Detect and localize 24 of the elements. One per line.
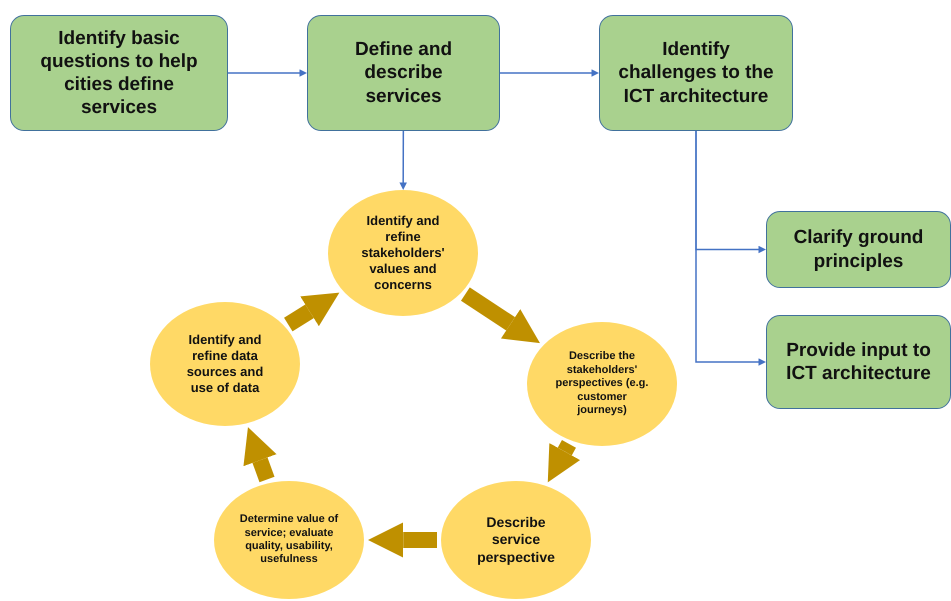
block-arrow (284, 292, 340, 332)
arrow (500, 69, 599, 77)
node-label: Identify basic questions to help cities define services (39, 26, 199, 120)
block-arrow (243, 427, 277, 482)
node-label: Describe service perspective (476, 514, 556, 566)
node-label: Identify and refine data sources and use of data (186, 332, 264, 396)
block-arrow (460, 287, 540, 344)
node-label: Clarify ground principles (792, 226, 924, 273)
block-arrow (548, 440, 580, 482)
arrow (695, 131, 766, 366)
process-box (10, 15, 228, 131)
arrow (399, 131, 407, 190)
node-label: Define and describe services (354, 38, 454, 108)
process-box (307, 15, 500, 131)
node-label: Provide input to ICT architecture (785, 338, 932, 386)
process-box (599, 15, 793, 131)
node-label: Identify and refine stakeholders' values and concerns (360, 213, 446, 293)
node-label: Determine value of service; evaluate quality, usability, usefulness (238, 513, 340, 567)
block-arrow (368, 522, 437, 558)
node-label: Describe the stakeholders' perspectives (e.g. customer journeys) (554, 350, 650, 418)
node-label: Identify challenges to the ICT architecture (618, 38, 774, 108)
arrow (228, 69, 307, 77)
process-box (766, 211, 951, 288)
process-box (766, 315, 951, 409)
